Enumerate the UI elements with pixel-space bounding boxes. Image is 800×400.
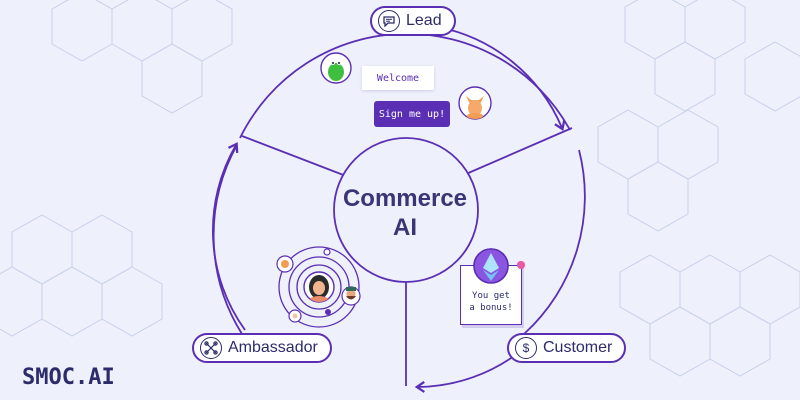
dragon-avatar — [320, 52, 352, 84]
welcome-bubble: Welcome — [362, 66, 434, 90]
bonus-card: You get a bonus! — [460, 265, 522, 325]
dollar-icon: $ — [515, 337, 537, 359]
center-title: Commerce AI — [335, 184, 475, 242]
customer-pill[interactable]: $ Customer — [507, 333, 627, 363]
fox-avatar — [458, 86, 492, 120]
bonus-line-2: a bonus! — [469, 303, 513, 313]
lead-pill[interactable]: Lead — [370, 6, 456, 36]
arc-ambassador-to-lead — [212, 142, 246, 331]
woman-avatar — [303, 271, 335, 303]
center-title-line-1: Commerce — [342, 185, 468, 212]
small-node-dots — [288, 248, 331, 323]
ambassador-pill[interactable]: Ambassador — [192, 333, 332, 363]
center-circle — [333, 137, 479, 283]
sign-me-up-button[interactable]: Sign me up! — [374, 101, 450, 127]
bonus-line-1: You get — [472, 291, 510, 301]
brand-logo: SMOC.AI — [22, 365, 115, 390]
lead-label: Lead — [406, 12, 442, 29]
network-icon — [200, 337, 222, 359]
arc-customer-to-ambassador — [414, 349, 523, 393]
small-avatar-top — [276, 255, 294, 273]
ambassador-label: Ambassador — [228, 339, 318, 356]
center-title-line-2: AI — [393, 214, 417, 241]
man-avatar — [341, 286, 361, 306]
hexagon-pattern — [0, 0, 800, 377]
customer-label: Customer — [543, 339, 613, 356]
chat-icon — [378, 10, 400, 32]
arc-lead-to-customer — [437, 26, 566, 132]
